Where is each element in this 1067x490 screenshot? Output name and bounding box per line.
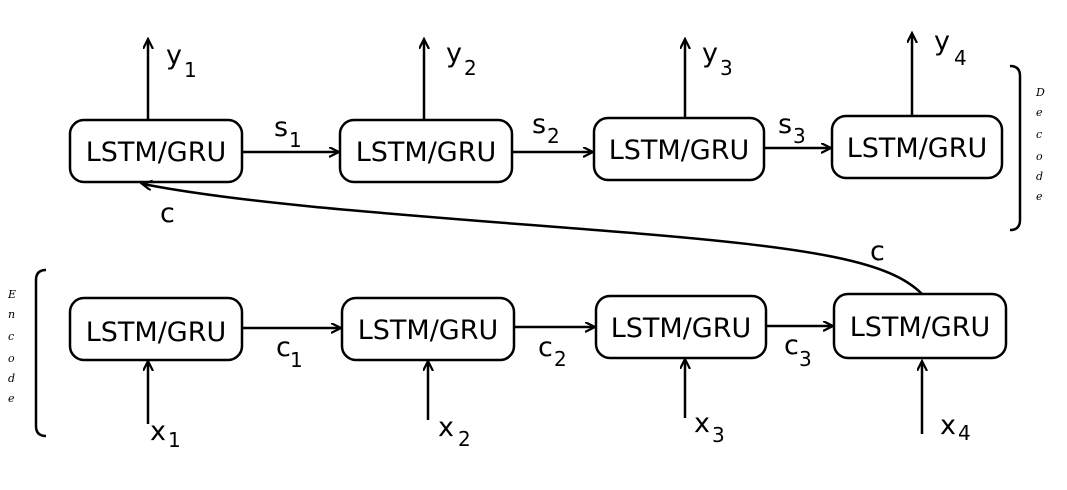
svg-text:2: 2 [458,427,471,451]
svg-text:y: y [702,38,718,69]
svg-text:2: 2 [464,56,477,80]
svg-text:D: D [1035,86,1045,99]
svg-text:c: c [8,330,14,343]
svg-text:o: o [1036,150,1043,163]
svg-text:o: o [8,352,15,365]
svg-text:y: y [166,40,182,71]
svg-text:c: c [276,332,291,363]
svg-text:x: x [940,410,956,441]
decode-bracket [1009,64,1022,232]
svg-text:e: e [8,392,15,405]
output-label-3: y 3 [702,38,733,80]
svg-text:s: s [778,109,792,140]
svg-text:n: n [8,308,15,321]
svg-text:3: 3 [793,124,806,148]
svg-text:x: x [694,408,710,439]
decoder-cell-4-label: LSTM/GRU [847,133,988,164]
encoder-cell-3-label: LSTM/GRU [611,313,752,344]
svg-text:c: c [784,330,799,361]
input-label-1: x 1 [150,416,181,452]
svg-text:2: 2 [554,347,567,371]
encode-bracket [34,268,47,438]
context-label-bottom: c [870,236,885,267]
svg-text:1: 1 [290,348,303,372]
decoder-cell-3-label: LSTM/GRU [609,135,750,166]
encoder-cell-3: LSTM/GRU [594,294,768,360]
encoder-cell-1-label: LSTM/GRU [86,317,227,348]
svg-text:1: 1 [184,58,197,82]
svg-text:1: 1 [168,428,181,452]
state-label-s3: s 3 [778,109,806,148]
state-label-c1: c 1 [276,332,303,372]
svg-text:s: s [532,109,546,140]
encoder-cell-4: LSTM/GRU [832,292,1008,360]
svg-text:x: x [150,416,166,447]
decoder-cell-1: LSTM/GRU [68,118,244,184]
state-label-c3: c 3 [784,330,812,371]
encoder-cell-1: LSTM/GRU [68,296,244,362]
svg-text:x: x [438,412,454,443]
svg-text:3: 3 [712,423,725,447]
state-label-s2: s 2 [532,109,560,148]
decoder-cell-3: LSTM/GRU [592,116,766,182]
context-arrow [143,184,923,295]
svg-text:e: e [1036,106,1043,119]
svg-text:y: y [934,26,950,57]
svg-text:y: y [446,38,462,69]
svg-text:d: d [1036,170,1043,183]
decode-label: D e c o d e [1035,86,1045,203]
svg-text:4: 4 [958,421,971,445]
decoder-cell-1-label: LSTM/GRU [86,137,227,168]
input-label-4: x 4 [940,410,971,445]
output-label-1: y 1 [166,40,197,82]
state-label-c2: c 2 [538,332,567,371]
svg-text:s: s [274,112,288,143]
svg-text:c: c [538,332,553,363]
encode-label: E n c o d e [7,288,16,405]
svg-text:2: 2 [547,124,560,148]
svg-text:c: c [1036,128,1042,141]
state-label-s1: s 1 [274,112,302,152]
decoder-cell-4: LSTM/GRU [830,114,1004,180]
svg-text:e: e [1036,190,1043,203]
encoder-cell-2-label: LSTM/GRU [358,315,499,346]
output-label-2: y 2 [446,38,477,80]
svg-text:1: 1 [289,128,302,152]
encoder-cell-4-label: LSTM/GRU [850,312,991,343]
svg-text:4: 4 [954,46,967,70]
svg-text:E: E [7,288,16,301]
input-label-2: x 2 [438,412,471,451]
context-label-top: c [160,198,175,229]
svg-text:d: d [8,372,15,385]
svg-text:3: 3 [799,347,812,371]
output-label-4: y 4 [934,26,967,70]
svg-text:3: 3 [720,56,733,80]
decoder-cell-2: LSTM/GRU [338,118,514,184]
input-label-3: x 3 [694,408,725,447]
encoder-cell-2: LSTM/GRU [340,296,516,362]
decoder-cell-2-label: LSTM/GRU [356,137,497,168]
